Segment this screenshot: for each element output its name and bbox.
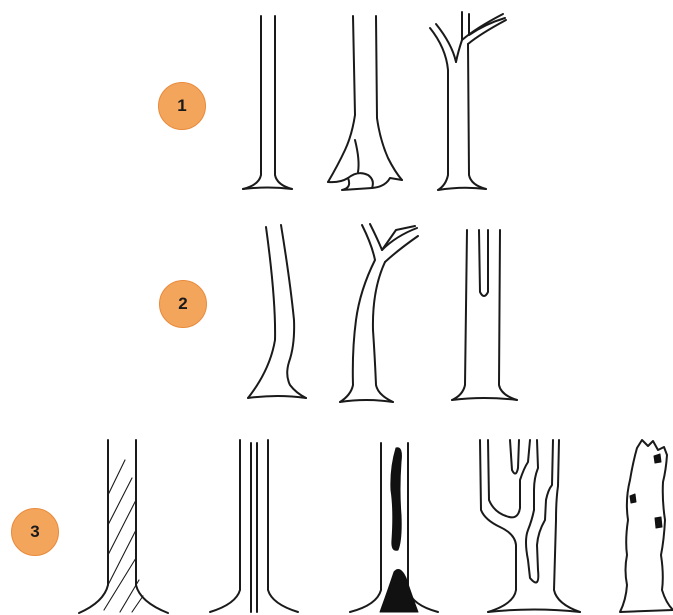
tree-hollow-cavity-trunk — [350, 443, 438, 612]
tree-spiral-grain-trunk — [79, 440, 168, 613]
tree-straight-trunk — [243, 16, 292, 189]
tree-split-top-trunk — [452, 230, 517, 400]
tree-seam-trunk — [210, 440, 298, 612]
tree-multi-stem-trunk — [480, 440, 580, 612]
tree-forked-top-trunk — [430, 12, 506, 190]
tree-flared-base-trunk — [328, 16, 402, 190]
tree-leaning-curved-trunk — [248, 225, 306, 398]
tree-curved-forked-trunk — [340, 224, 418, 402]
tree-broken-snag-trunk — [620, 440, 673, 612]
